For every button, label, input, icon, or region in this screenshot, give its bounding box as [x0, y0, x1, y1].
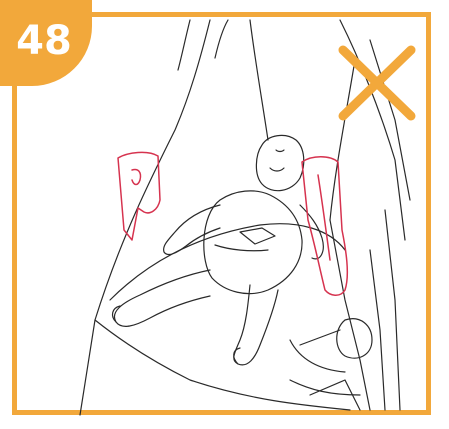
stroller-seat-lines: [80, 20, 410, 415]
highlighted-shoulder-pads: [118, 152, 347, 295]
baby-figure: [113, 135, 324, 364]
step-number: 48: [16, 21, 72, 61]
left-shoulder-pad: [118, 152, 160, 240]
